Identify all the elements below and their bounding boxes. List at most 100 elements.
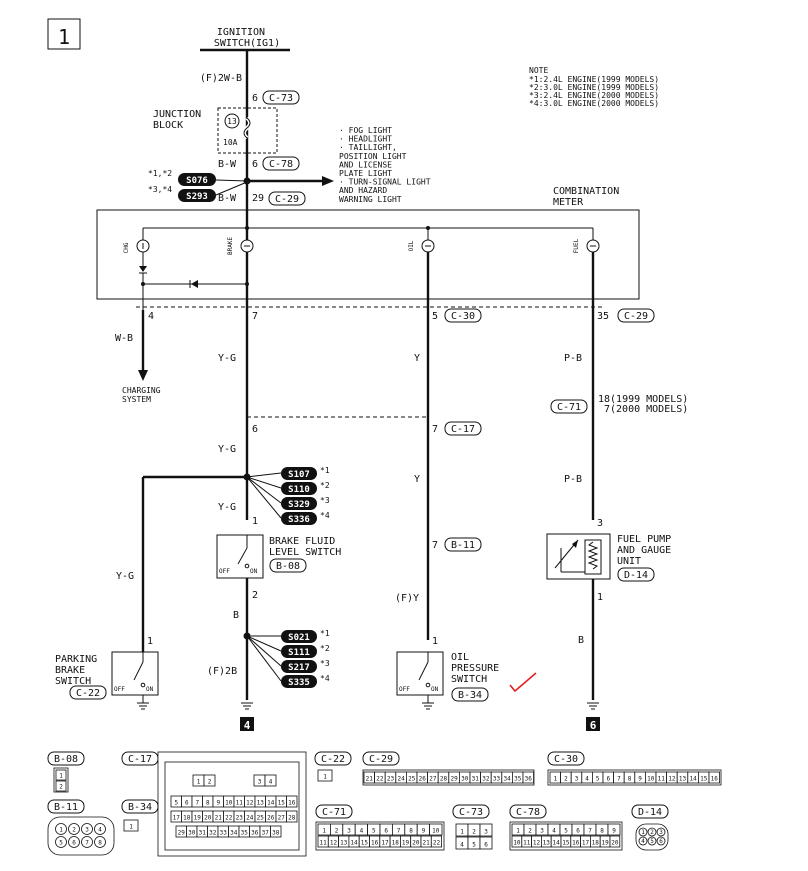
face-b11-pin (55, 836, 67, 848)
conn-c17-oval (444, 421, 482, 436)
face-c78-pin-number: 14 (552, 840, 560, 847)
face-c30-label: C-30 (554, 754, 578, 765)
splice-pill (281, 660, 317, 673)
face-c17-pin-number: 15 (278, 800, 286, 807)
splice-s076 (178, 173, 216, 186)
gauge-fuel: FUEL (573, 238, 600, 253)
face-c30-pin-number: 8 (628, 776, 632, 783)
splice-label: S110 (288, 485, 310, 495)
face-c17-pin-number: 13 (257, 800, 265, 807)
face-c71-pin-number: 2 (335, 828, 339, 835)
face-b08-pin-number: 1 (59, 773, 63, 780)
face-b34-label: B-34 (128, 802, 152, 813)
face-b11-pin-number: 1 (59, 827, 63, 834)
bw-color-2: B-W (218, 193, 237, 204)
conn-d14-oval (617, 567, 655, 582)
face-c78-pin (607, 823, 621, 836)
face-c71-pin (429, 823, 443, 836)
face-c17-pin-number: 25 (257, 815, 265, 822)
pin-1-brake: 1 (252, 516, 258, 527)
face-b11-pin-number: 2 (72, 827, 76, 834)
brake-fluid-label-2: LEVEL SWITCH (269, 547, 341, 558)
conn-c30-oval (444, 308, 482, 323)
face-c78-pin-number: 10 (513, 840, 521, 847)
diode-chg (139, 266, 147, 272)
face-c17-pin-number: 11 (236, 800, 244, 807)
face-c73-pin-number: 6 (484, 842, 488, 849)
face-b11-pin (81, 823, 93, 835)
face-b11-pin (68, 836, 80, 848)
face-c17-pin-number: 35 (241, 830, 249, 837)
face-c71-pin (430, 835, 442, 848)
face-c30-pin-number: 11 (658, 776, 666, 783)
wire-yg-4: Y-G (116, 571, 134, 582)
splice-label: S329 (288, 500, 310, 510)
fuse-amp: 10A (223, 138, 238, 147)
charging-label-1: CHARGING (122, 386, 161, 395)
ground-marker-6-label: 6 (590, 719, 597, 732)
ground-oil (422, 702, 434, 710)
load-item: · FOG LIGHT (339, 126, 392, 135)
face-b08-oval (47, 751, 85, 766)
face-c29-pin-number: 26 (419, 776, 427, 783)
load-item: WARNING LIGHT (339, 195, 402, 204)
load-item: AND LICENSE (339, 160, 392, 169)
face-c17-pin-number: 16 (288, 800, 296, 807)
ground-parking (137, 702, 149, 710)
face-c30-pin-number: 3 (575, 776, 579, 783)
face-b11-pin (94, 836, 106, 848)
face-c17-pin-number: 9 (216, 800, 220, 807)
face-c71-pin-number: 20 (412, 840, 420, 847)
splice-star: *2 (320, 644, 330, 653)
face-c71-pin-number: 11 (320, 840, 328, 847)
face-c30-oval (547, 751, 585, 766)
face-b11-pin-number: 7 (85, 840, 89, 847)
ground-marker-4-label: 4 (244, 719, 251, 732)
parking-label-3: SWITCH (55, 676, 91, 687)
fuse-symbol (243, 117, 251, 139)
face-b11-body (47, 816, 115, 856)
face-c29-pin-number: 27 (429, 776, 437, 783)
face-c17-pin (264, 774, 277, 787)
face-b11-pin (94, 823, 106, 835)
splice-pill (281, 512, 317, 525)
face-b11-oval (47, 799, 85, 814)
splice-pill (281, 630, 317, 643)
face-b08-label: B-08 (54, 754, 78, 765)
pin-1-fuel: 1 (597, 592, 603, 603)
ground-brake (241, 702, 253, 710)
oil-switch-on: ON (431, 686, 439, 693)
face-c71-pin-number: 14 (350, 840, 358, 847)
face-c73-pin-number: 4 (460, 842, 464, 849)
face-b11-pin (81, 836, 93, 848)
splice-pill (281, 645, 317, 658)
ground-marker-6 (586, 717, 600, 731)
face-b11-pin-number: 4 (98, 827, 102, 834)
conn-c29-oval-top (268, 191, 306, 206)
face-c71-pin-number: 4 (360, 828, 364, 835)
pin-2-brake: 2 (252, 590, 258, 601)
face-c30-pin (708, 771, 721, 784)
gauge-oil: OIL (408, 239, 435, 253)
face-d14-pin-number: 3 (659, 829, 663, 836)
face-c17-pin-number: 1 (197, 779, 201, 786)
face-b08-pin (55, 769, 67, 781)
brake-fluid-switch-box (216, 534, 264, 579)
face-c71-label: C-71 (322, 807, 346, 818)
splice-star: *1 (320, 629, 330, 638)
splice-pill (281, 497, 317, 510)
face-d14-pin (647, 827, 657, 837)
face-c17-pin-number: 17 (173, 815, 181, 822)
pin-6-c17: 6 (252, 424, 258, 435)
face-c78-pin-number: 3 (540, 828, 544, 835)
note-line: *1:2.4L ENGINE(1999 MODELS) (529, 75, 659, 84)
face-c78-pin-number: 16 (572, 840, 580, 847)
gauge-brake-label: BRAKE (227, 237, 234, 255)
splice-label: S021 (288, 633, 310, 643)
face-c73-pin-number: 2 (472, 829, 476, 836)
face-c78-label: C-78 (516, 807, 540, 818)
splice-label: S111 (288, 648, 310, 658)
diode-brake (191, 280, 198, 288)
face-c22-pin-number: 1 (323, 774, 327, 781)
